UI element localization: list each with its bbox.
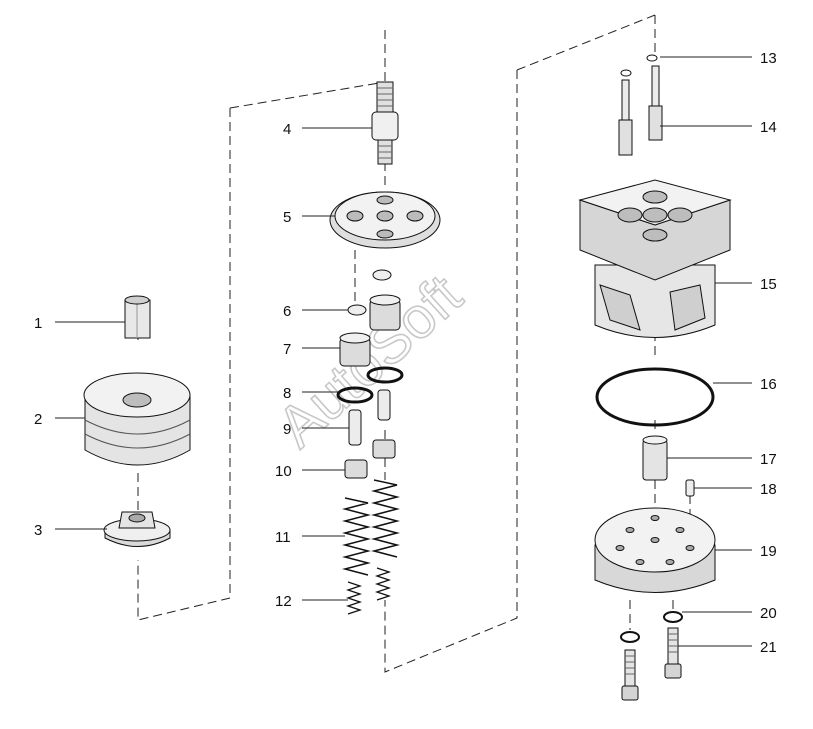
callout-16: 16 <box>760 376 777 393</box>
leader-lines <box>55 56 752 647</box>
callout-6: 6 <box>283 303 291 320</box>
part-19-base-plate <box>594 507 716 593</box>
part-18-dowel-pin <box>685 479 695 497</box>
part-10-bushings <box>344 439 396 479</box>
assembly-frame-right <box>384 14 656 673</box>
callout-1: 1 <box>34 315 42 332</box>
part-6-washers <box>347 269 392 316</box>
part-3-base-nut <box>103 511 171 547</box>
callout-13: 13 <box>760 50 777 67</box>
part-4-shaft <box>371 81 399 165</box>
callout-8: 8 <box>283 385 291 402</box>
callout-7: 7 <box>283 341 291 358</box>
part-7-valve-bodies <box>339 294 401 367</box>
part-15-housing <box>578 179 732 338</box>
part-1-hex-nut <box>124 295 151 339</box>
callout-5: 5 <box>283 209 291 226</box>
callout-20: 20 <box>760 605 777 622</box>
callout-10: 10 <box>275 463 292 480</box>
callout-14: 14 <box>760 119 777 136</box>
part-12-small-springs <box>345 567 392 615</box>
part-21-cap-screws <box>621 627 682 701</box>
part-20-washers <box>620 611 683 643</box>
callout-2: 2 <box>34 411 42 428</box>
part-11-springs <box>342 479 400 576</box>
callout-11: 11 <box>275 529 291 546</box>
callout-15: 15 <box>760 276 777 293</box>
callout-12: 12 <box>275 593 292 610</box>
callout-9: 9 <box>283 421 291 438</box>
part-5-plate <box>329 191 441 249</box>
part-17-sleeve <box>642 435 668 481</box>
callout-3: 3 <box>34 522 42 539</box>
callout-18: 18 <box>760 481 777 498</box>
callout-4: 4 <box>283 121 291 138</box>
callout-19: 19 <box>760 543 777 560</box>
assembly-frame-left <box>137 30 386 621</box>
part-14-plungers <box>618 65 663 156</box>
part-2-cap <box>83 372 191 466</box>
part-8-o-rings <box>336 366 404 404</box>
callout-17: 17 <box>760 451 777 468</box>
callout-numbers: 1 2 3 4 5 6 7 8 9 10 11 12 13 14 15 16 1… <box>34 50 777 656</box>
callout-21: 21 <box>760 639 777 656</box>
part-16-large-o-ring <box>595 367 715 427</box>
part-13-circlips <box>620 54 658 77</box>
